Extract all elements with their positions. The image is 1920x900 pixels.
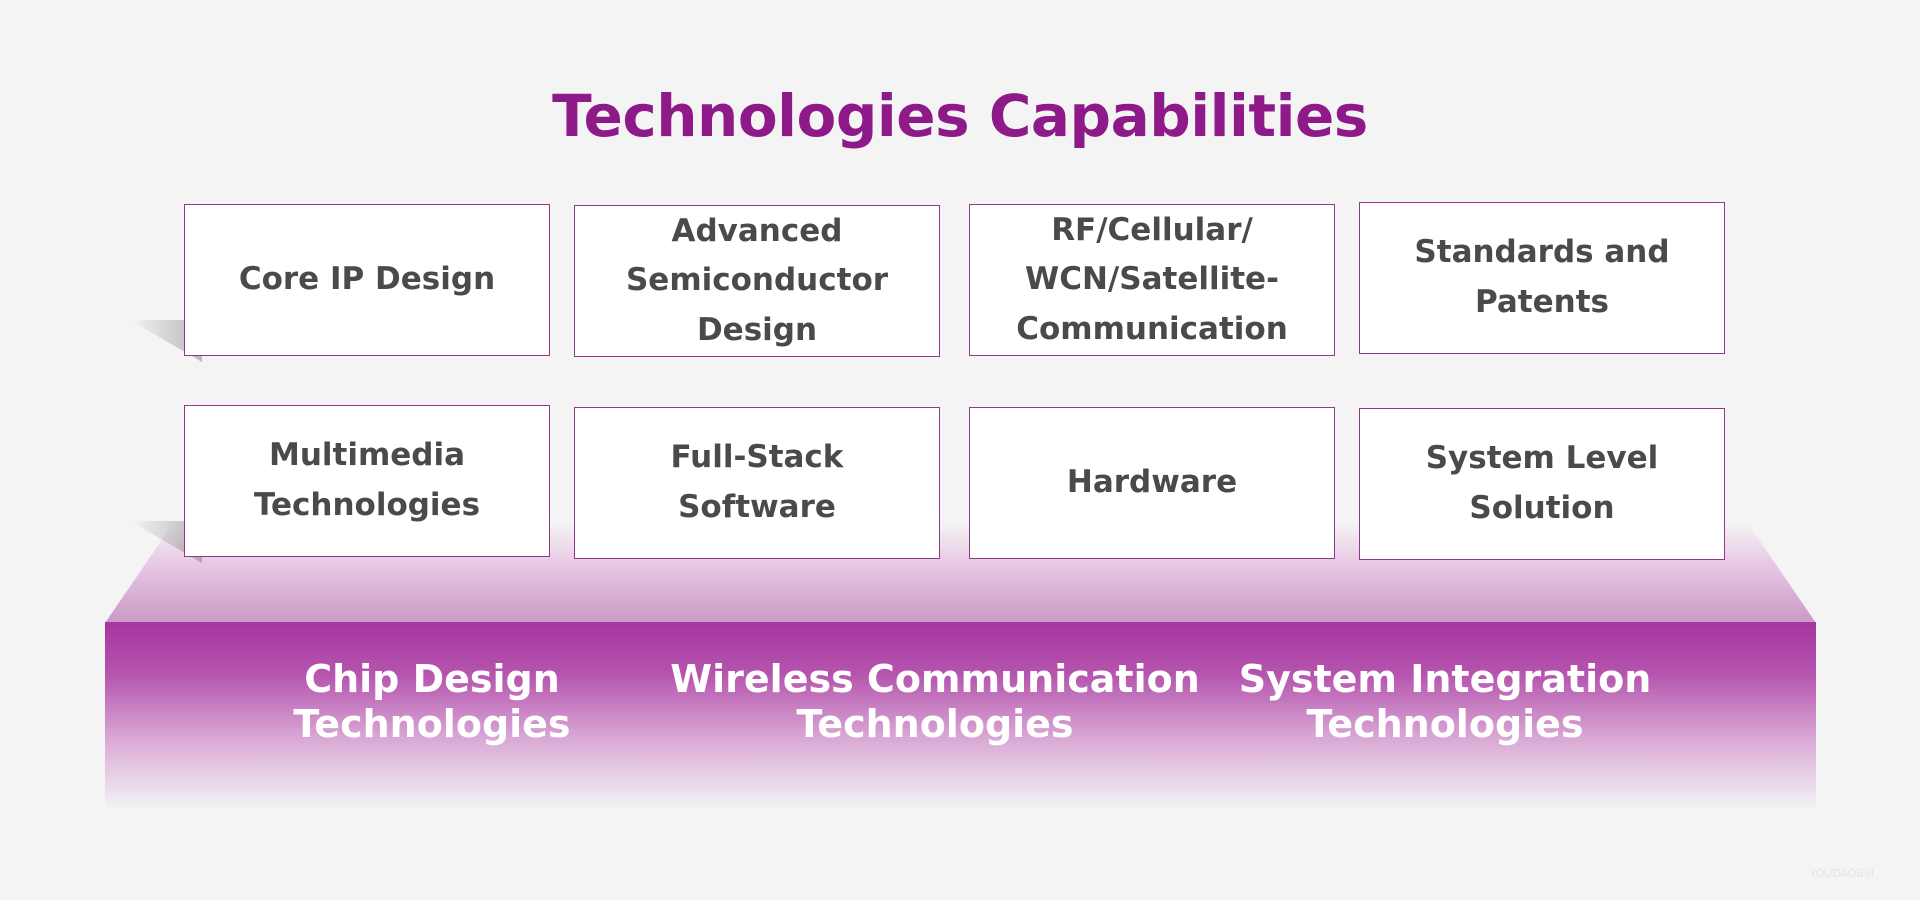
card-label: Multimedia Technologies [253, 437, 481, 523]
capability-card-hardware: Hardware [969, 407, 1335, 559]
card-label: Advanced Semiconductor Design [625, 212, 889, 348]
watermark: YOUDAOBIJI [1809, 867, 1874, 880]
card-label: Core IP Design [238, 261, 496, 298]
capability-card-advanced-semiconductor-design: Advanced Semiconductor Design [574, 205, 940, 357]
category-chip-design: Chip Design Technologies [293, 657, 571, 746]
capability-card-rf-cellular: RF/Cellular/ WCN/Satellite- Communicatio… [969, 204, 1335, 356]
card-label: System Level Solution [1425, 440, 1659, 526]
capability-card-system-level-solution: System Level Solution [1359, 408, 1725, 560]
capability-card-standards-patents: Standards and Patents [1359, 202, 1725, 354]
page-title: Technologies Capabilities [552, 82, 1368, 150]
capability-card-core-ip-design: Core IP Design [184, 204, 550, 356]
card-label: Standards and Patents [1414, 234, 1670, 320]
platform-base [105, 622, 1816, 810]
card-label: Hardware [1066, 464, 1238, 501]
card-label: RF/Cellular/ WCN/Satellite- Communicatio… [1016, 211, 1288, 347]
capability-card-full-stack-software: Full-Stack Software [574, 407, 940, 559]
card-label: Full-Stack Software [670, 439, 844, 525]
category-system-integration: System Integration Technologies [1238, 657, 1652, 746]
category-wireless-communication: Wireless Communication Technologies [670, 657, 1200, 746]
capability-card-multimedia: Multimedia Technologies [184, 405, 550, 557]
